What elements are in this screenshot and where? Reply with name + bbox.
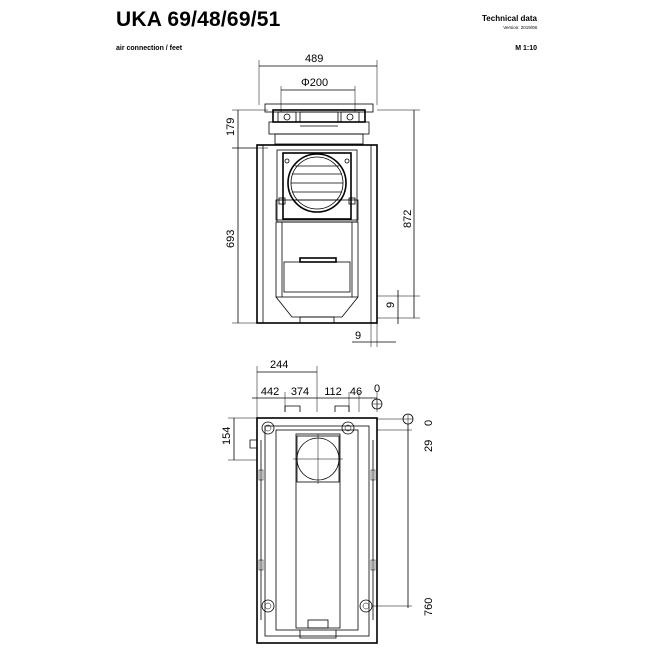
top-height-label: 179 — [225, 118, 237, 136]
right-offset-label: 9 — [385, 302, 397, 308]
foot-bottom-left — [261, 599, 275, 613]
height-label: 693 — [225, 230, 237, 248]
width-label: 489 — [305, 53, 323, 65]
top-view: 244 442 374 112 46 0 — [221, 359, 435, 644]
label-154: 154 — [221, 427, 233, 445]
bottom-offset-label: 9 — [355, 330, 361, 342]
page-subtitle: air connection / feet — [116, 45, 183, 52]
label-46: 46 — [350, 386, 362, 398]
label-374: 374 — [291, 386, 309, 398]
label-760: 760 — [423, 598, 435, 616]
page-title: UKA 69/48/69/51 — [116, 8, 281, 31]
foot-top-right — [341, 421, 355, 435]
foot-bottom-right — [359, 599, 373, 613]
total-height-label: 872 — [402, 210, 414, 228]
diameter-label: Φ200 — [301, 77, 328, 89]
scale-label: M 1:10 — [515, 45, 537, 52]
side-view: 489 Φ200 179 693 — [225, 53, 420, 347]
label-0-top: 0 — [374, 383, 380, 395]
hood-body-side — [256, 144, 378, 324]
label-244: 244 — [270, 359, 288, 371]
foot-top-left — [261, 421, 275, 435]
label-0-right: 0 — [423, 420, 435, 426]
label-112: 112 — [324, 386, 342, 398]
version-label: Version: 2019/08 — [503, 25, 537, 30]
label-29: 29 — [423, 440, 435, 452]
label-442: 442 — [261, 386, 279, 398]
hood-body-top — [256, 417, 378, 644]
technical-data-heading: Technical data — [482, 14, 537, 23]
